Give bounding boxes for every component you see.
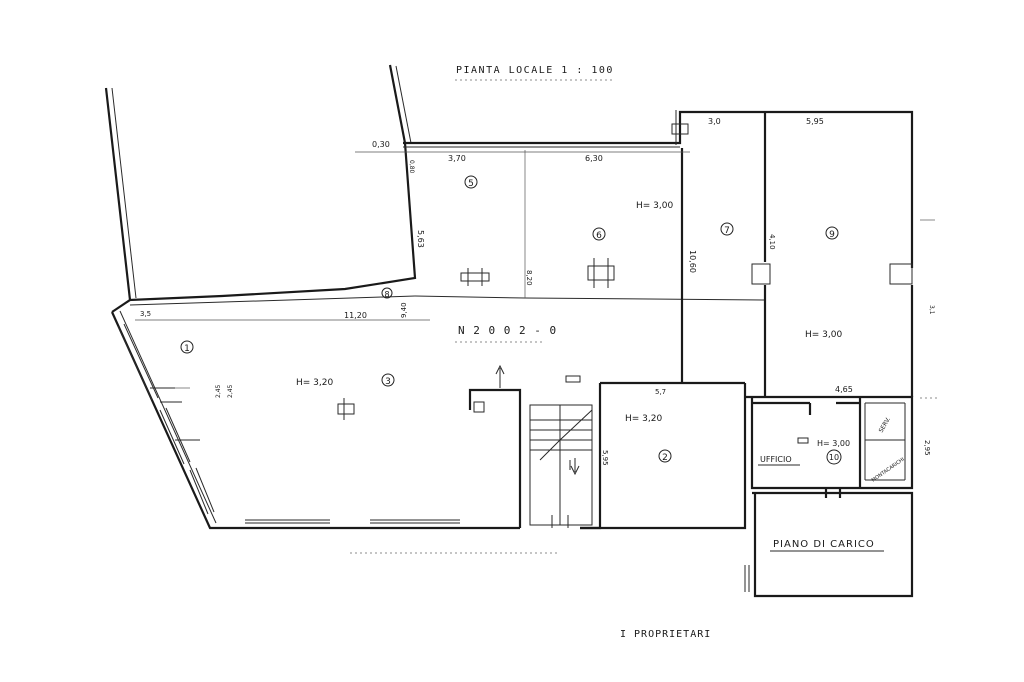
- room-7-marker: [720, 222, 734, 236]
- room-8-marker: [381, 287, 393, 299]
- ufficio-label: UFFICIO: [760, 455, 792, 464]
- room-8-number: 8: [384, 290, 389, 299]
- room-2-marker: [658, 449, 672, 463]
- ceiling-heights: H= 3,20 H= 3,00 H= 3,00 H= 3,20 H= 3,00: [296, 201, 850, 448]
- room-9-marker: [825, 226, 839, 240]
- dim-370: 3,70: [448, 154, 466, 163]
- height-north-center: H= 3,00: [636, 201, 673, 211]
- piano-di-carico-label: PIANO DI CARICO: [773, 539, 875, 550]
- serv-label: SERV.: [878, 416, 892, 434]
- dimension-lines: [135, 151, 940, 554]
- dim-630: 6,30: [585, 154, 603, 163]
- dim-35: 3,5: [140, 310, 151, 318]
- height-ufficio: H= 3,00: [817, 439, 850, 448]
- room-3-number: 3: [385, 377, 391, 387]
- dim-1060: 10,60: [688, 250, 697, 273]
- dim-1120: 11,20: [344, 311, 367, 320]
- height-south-center: H= 3,20: [625, 414, 662, 424]
- room-7-number: 7: [724, 226, 730, 236]
- owners-signature-label: I PROPRIETARI: [620, 629, 711, 640]
- room-2-number: 2: [662, 453, 668, 463]
- room-1-number: 1: [184, 344, 190, 354]
- room-9-number: 9: [829, 230, 835, 240]
- room-10-number: 10: [829, 453, 839, 462]
- doors: [551, 437, 842, 528]
- pillars: [337, 123, 913, 420]
- dim-595b: 5,95: [601, 450, 609, 466]
- dim-30: 3,0: [708, 117, 721, 126]
- section-label: N 2 0 0 2 - 0: [458, 324, 557, 337]
- dim-565: 5,63: [416, 230, 425, 248]
- room-6-marker: [592, 227, 606, 241]
- dim-57: 5,7: [655, 388, 666, 396]
- room-1-marker: [180, 340, 194, 354]
- dimension-values: 0,30 3,70 6,30 3,0 5,95 5,63 11,20 3,5 9…: [140, 117, 935, 466]
- dim-410: 4,10: [768, 234, 776, 250]
- dim-820: 8,20: [525, 270, 533, 286]
- room-labels: UFFICIO SERV. MONTACARICHI PIANO DI CARI…: [758, 416, 906, 552]
- dim-465: 4,65: [835, 385, 853, 394]
- windows: [117, 323, 460, 524]
- plan-title: PIANTA LOCALE 1 : 100: [456, 65, 614, 76]
- dim-595: 5,95: [806, 117, 824, 126]
- dim-940: 9,40: [400, 302, 408, 318]
- dim-295: 2,95: [923, 440, 931, 456]
- room-markers: 1 2 3 5 6 7 8 9 10: [180, 175, 842, 465]
- dim-080: 0,80: [408, 160, 415, 174]
- room-6-number: 6: [596, 231, 602, 241]
- dim-030: 0,30: [372, 140, 390, 149]
- dim-245: 2,45: [215, 384, 222, 398]
- room-5-number: 5: [468, 179, 474, 189]
- dim-245b: 2,45: [227, 384, 234, 398]
- exterior-walls: [104, 64, 914, 598]
- room-5-marker: [464, 175, 478, 189]
- room-10-marker: [826, 449, 842, 465]
- height-east-room: H= 3,00: [805, 330, 842, 340]
- dim-31: 3,1: [928, 305, 935, 315]
- height-main-hall: H= 3,20: [296, 378, 333, 388]
- room-3-marker: [381, 373, 395, 387]
